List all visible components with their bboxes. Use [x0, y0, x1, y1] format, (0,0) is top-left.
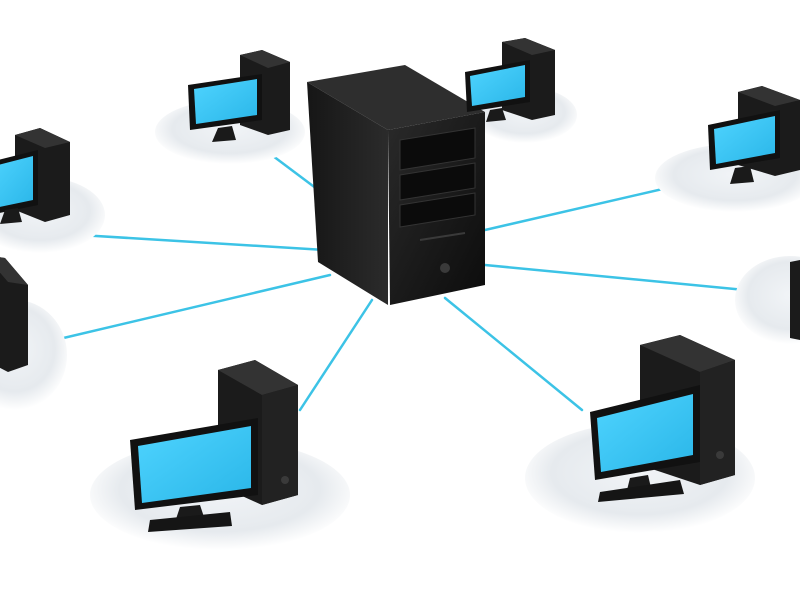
- cable-right-edge: [483, 263, 747, 292]
- desktop-computer-icon: [790, 260, 800, 340]
- desktop-computer-icon: [708, 86, 800, 184]
- cable-right-upper: [483, 183, 682, 232]
- cable-bottom-right: [443, 296, 584, 412]
- desktop-computer-icon: [0, 128, 70, 224]
- desktop-computer-icon: [188, 50, 290, 142]
- desktop-computer-icon: [130, 360, 298, 532]
- cable-left-upper: [78, 233, 327, 252]
- pad-right-edge: [735, 256, 800, 344]
- desktop-computer-icon: [590, 335, 735, 502]
- desktop-computer-icon: [465, 38, 555, 122]
- network-cables: [53, 113, 747, 412]
- server-tower-icon: [307, 65, 485, 305]
- cable-left-lower: [53, 273, 332, 342]
- cable-bottom-left: [298, 298, 374, 412]
- desktop-computer-icon: [0, 257, 28, 372]
